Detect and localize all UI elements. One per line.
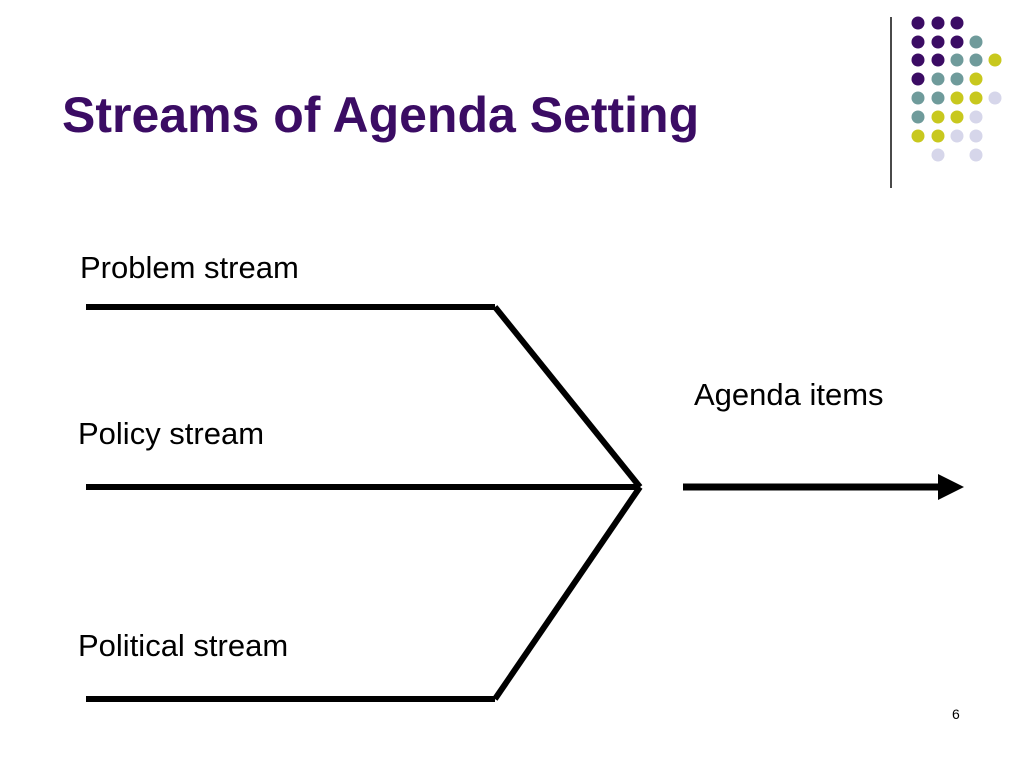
decorative-dot-grid [911, 16, 1002, 162]
slide-title: Streams of Agenda Setting [62, 87, 700, 143]
decorative-dot [931, 129, 945, 143]
decorative-dot [969, 148, 983, 162]
decorative-dot [950, 129, 964, 143]
agenda-items-label: Agenda items [694, 377, 884, 412]
decorative-dot [931, 72, 945, 86]
decorative-dot [969, 72, 983, 86]
decorative-dot [911, 91, 925, 105]
decorative-dot [950, 110, 964, 124]
political-stream-converge-line [492, 485, 643, 701]
decorative-dot [931, 110, 945, 124]
problem-stream-label: Problem stream [80, 250, 299, 285]
decorative-dot [950, 16, 964, 30]
problem-stream-converge-line [492, 305, 643, 489]
decorative-dot [931, 16, 945, 30]
decorative-dot [931, 35, 945, 49]
decorative-dot [988, 53, 1002, 67]
decorative-dot [950, 72, 964, 86]
decorative-dot [950, 53, 964, 67]
political-stream-label: Political stream [78, 628, 289, 663]
decorative-dot [988, 91, 1002, 105]
decorative-dot [911, 16, 925, 30]
decorative-dot [911, 72, 925, 86]
decorative-dot [931, 148, 945, 162]
policy-stream-label: Policy stream [78, 416, 265, 451]
decorative-dot [911, 35, 925, 49]
decorative-dot [931, 53, 945, 67]
decorative-dot [969, 91, 983, 105]
decorative-dot [911, 110, 925, 124]
decorative-dot [911, 53, 925, 67]
decorative-dot [911, 129, 925, 143]
decorative-dot [969, 35, 983, 49]
header-divider [890, 17, 892, 188]
decorative-dot [950, 91, 964, 105]
decorative-dot [969, 129, 983, 143]
decorative-dot [950, 35, 964, 49]
page-number: 6 [952, 706, 960, 722]
agenda-items-arrowhead [938, 474, 964, 500]
decorative-dot [969, 110, 983, 124]
decorative-dot [969, 53, 983, 67]
decorative-dot [931, 91, 945, 105]
